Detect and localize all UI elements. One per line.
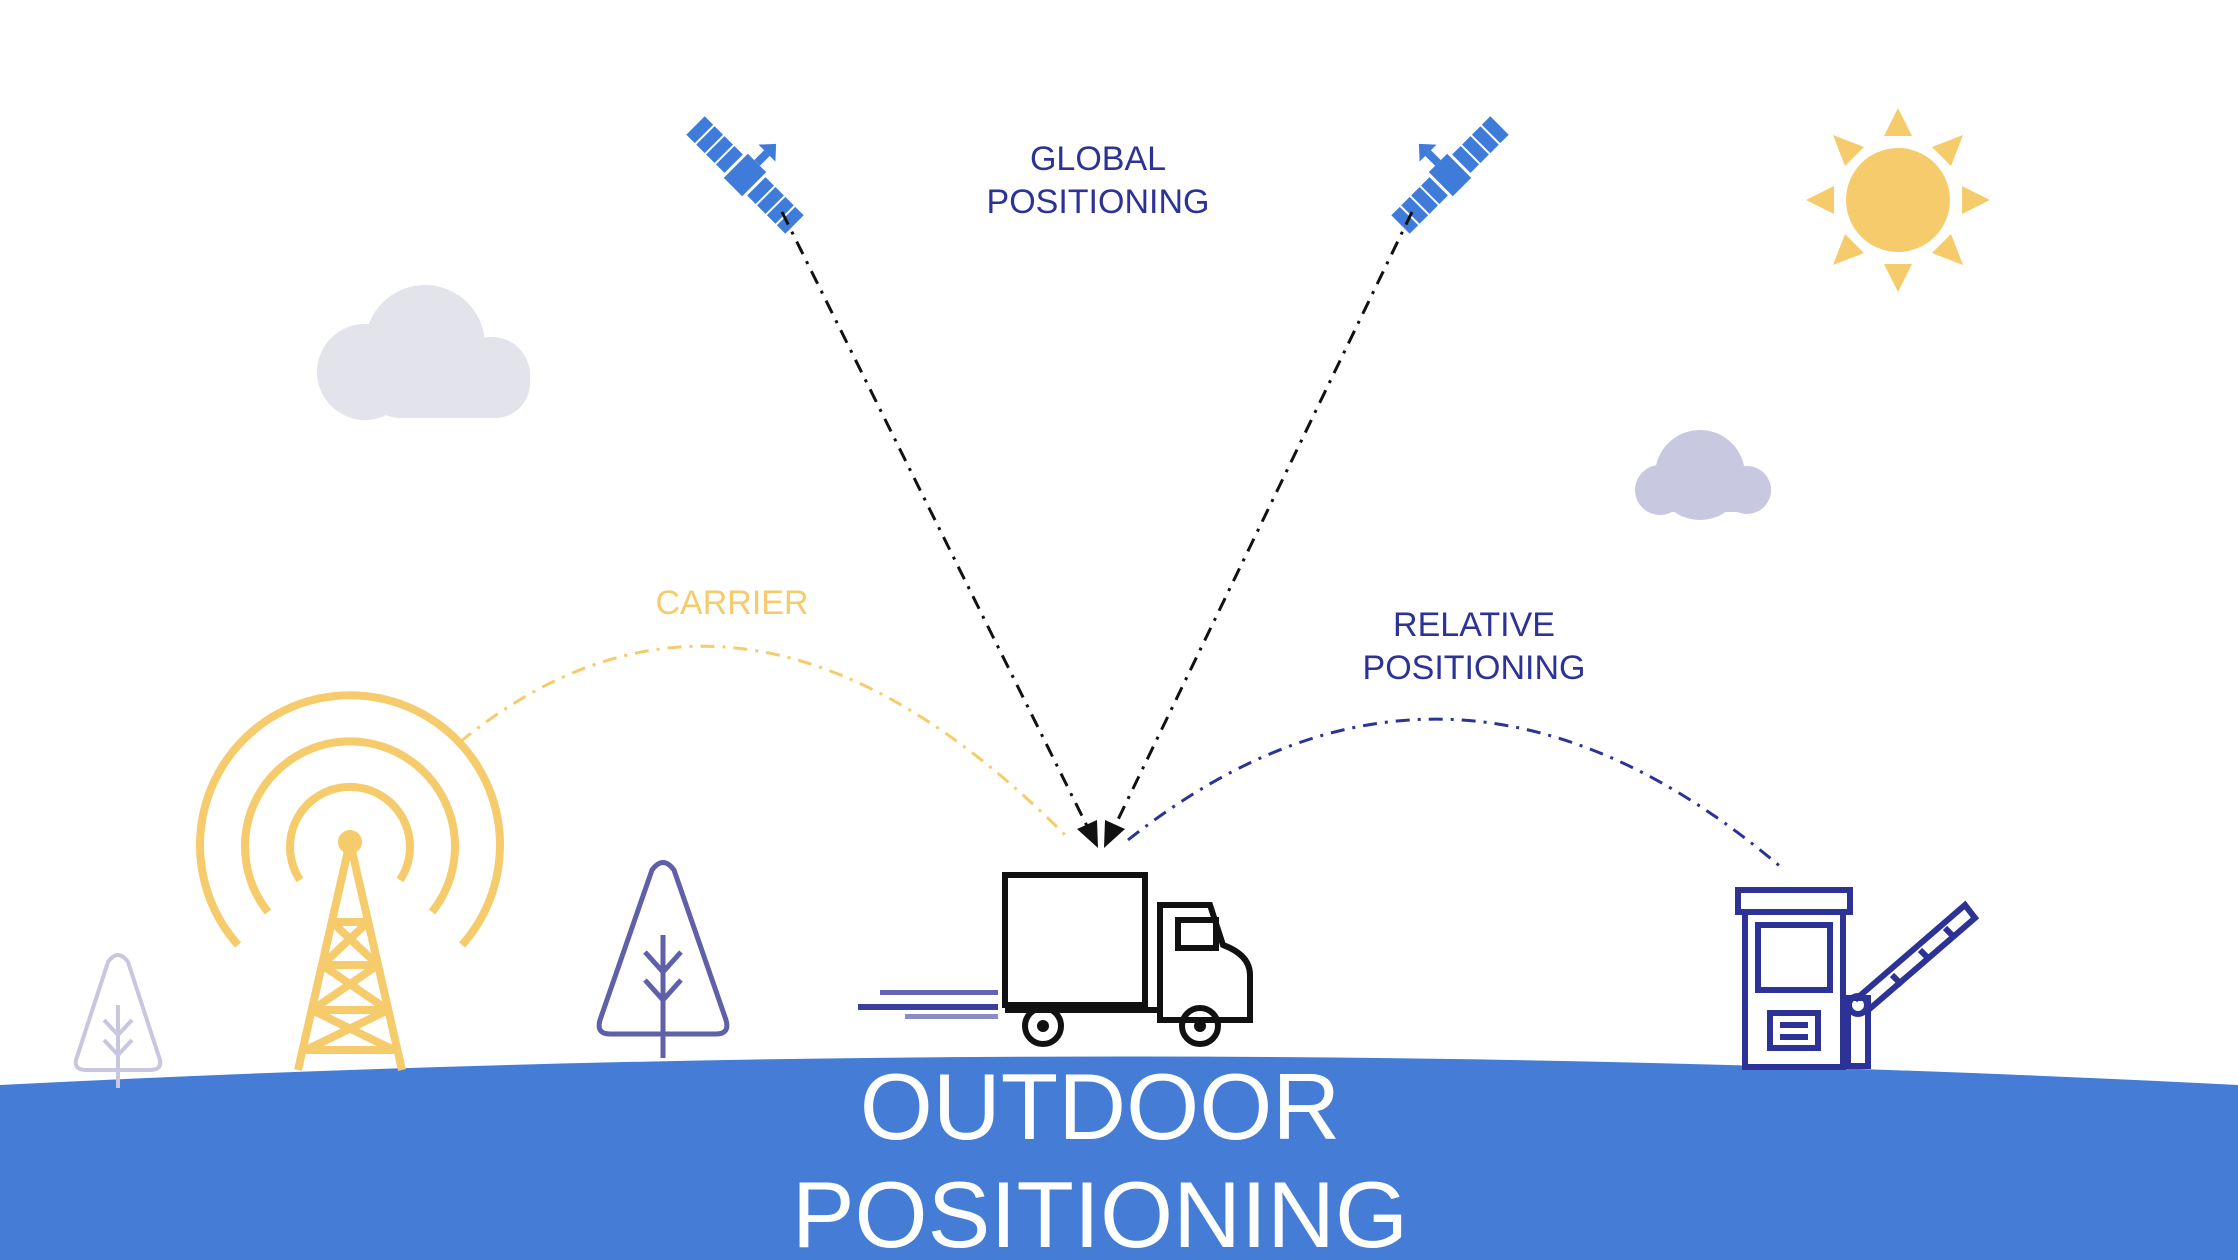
title-line-2: POSITIONING [791,1162,1409,1260]
cloud-icon [1635,430,1771,520]
arrowhead [1077,820,1098,848]
satellite-icon [1391,116,1509,234]
relative-positioning-label: RELATIVE POSITIONING [1362,606,1586,687]
satellite-icon [686,116,804,234]
cell-tower-icon [196,691,504,1071]
arrowhead [1104,820,1125,848]
satellite-signal-left [780,211,1092,833]
sun-icon [1806,108,1990,292]
title-line-1: OUTDOOR [859,1054,1341,1159]
delivery-truck-icon [858,872,1253,1047]
antenna-tip [338,830,362,854]
ground-hill [0,1056,2238,1260]
carrier-label: CARRIER [655,584,809,622]
toll-booth-icon [1735,887,1980,1070]
cloud-icon [317,285,530,420]
carrier-signal-arc [459,644,1072,842]
global-positioning-label: GLOBAL POSITIONING [986,140,1210,221]
tree-icon [73,953,163,1088]
relative-positioning-arc [1127,717,1783,870]
satellite-signal-right [1110,211,1414,833]
tree-icon [596,860,730,1058]
